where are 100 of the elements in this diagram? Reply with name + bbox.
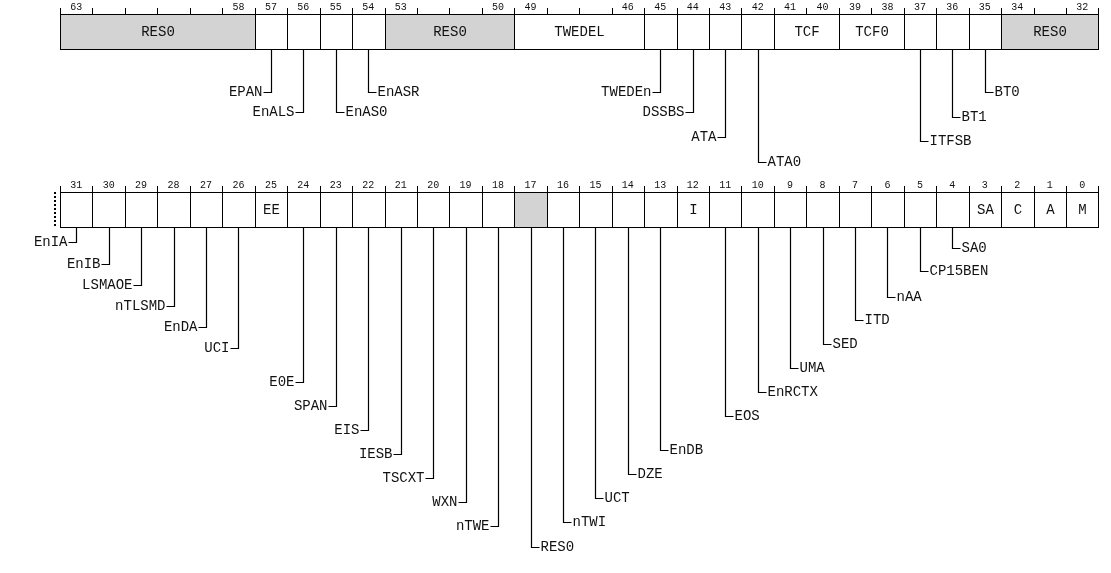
bit-field bbox=[839, 192, 872, 228]
leader-line bbox=[132, 227, 143, 287]
bit-field bbox=[677, 14, 710, 50]
bit-number: 34 bbox=[1010, 2, 1025, 13]
bit-number: 46 bbox=[620, 2, 635, 13]
field-name: UCT bbox=[604, 489, 630, 507]
leader-line bbox=[165, 227, 176, 308]
leader-line bbox=[594, 227, 605, 500]
leader-line bbox=[854, 227, 865, 322]
bit-field bbox=[644, 14, 678, 50]
field-name: nTWE bbox=[455, 517, 490, 535]
bit-field bbox=[741, 192, 775, 228]
field-name: RES0 bbox=[540, 538, 575, 556]
bit-number: 14 bbox=[620, 180, 635, 191]
bit-number: 8 bbox=[818, 180, 827, 191]
bit-number: 42 bbox=[750, 2, 765, 13]
bit-number: 40 bbox=[815, 2, 830, 13]
bit-field: TCF0 bbox=[839, 14, 905, 50]
leader-line bbox=[294, 227, 305, 384]
bit-field bbox=[190, 192, 223, 228]
bit-number: 22 bbox=[361, 180, 376, 191]
bit-field bbox=[969, 14, 1002, 50]
bit-number: 20 bbox=[426, 180, 441, 191]
bit-field: M bbox=[1066, 192, 1099, 228]
leader-line bbox=[457, 227, 468, 504]
bit-number: 27 bbox=[199, 180, 213, 191]
field-name: CP15BEN bbox=[929, 262, 989, 280]
bit-number: 7 bbox=[851, 180, 859, 191]
field-name: EIS bbox=[334, 421, 360, 439]
bit-field: TWEDEL bbox=[514, 14, 645, 50]
field-name: EnASR bbox=[377, 83, 420, 101]
leader-line bbox=[951, 49, 962, 119]
bit-field bbox=[92, 192, 126, 228]
field-name: LSMAOE bbox=[82, 276, 133, 294]
field-name: TWEDEn bbox=[601, 83, 652, 101]
bit-field bbox=[60, 192, 93, 228]
field-name: EnALS bbox=[252, 103, 295, 121]
leader-line bbox=[659, 227, 670, 452]
bit-field bbox=[936, 14, 970, 50]
bit-number: 23 bbox=[328, 180, 343, 191]
bit-field bbox=[806, 192, 840, 228]
leader-line bbox=[919, 49, 930, 143]
leader-line bbox=[886, 227, 897, 299]
bit-field bbox=[904, 14, 937, 50]
bit-number: 55 bbox=[328, 2, 343, 13]
bit-field bbox=[287, 14, 321, 50]
bit-number: 50 bbox=[491, 2, 506, 13]
bit-number: 10 bbox=[750, 180, 765, 191]
leader-line bbox=[684, 49, 695, 114]
bit-number: 19 bbox=[458, 180, 473, 191]
leader-line bbox=[919, 227, 930, 273]
bit-field bbox=[320, 192, 353, 228]
bit-number: 18 bbox=[491, 180, 506, 191]
field-name: UMA bbox=[799, 359, 825, 377]
bit-number: 21 bbox=[393, 180, 408, 191]
bit-number: 32 bbox=[1075, 2, 1090, 13]
bit-number: 16 bbox=[555, 180, 570, 191]
bit-number: 6 bbox=[883, 180, 892, 191]
reserved-bit-field: RES0 bbox=[60, 14, 256, 50]
bit-number: 0 bbox=[1078, 180, 1087, 191]
bit-field bbox=[579, 192, 613, 228]
leader-line bbox=[489, 227, 500, 528]
bit-number: 24 bbox=[296, 180, 311, 191]
bit-number: 15 bbox=[588, 180, 603, 191]
leader-line bbox=[359, 227, 370, 432]
bit-field bbox=[612, 192, 645, 228]
leader-line bbox=[757, 49, 768, 164]
leader-line bbox=[100, 227, 111, 266]
bit-field bbox=[709, 192, 742, 228]
bit-number: 45 bbox=[653, 2, 668, 13]
bit-number: 2 bbox=[1013, 180, 1022, 191]
leader-line bbox=[716, 49, 727, 139]
bit-field: I bbox=[677, 192, 710, 228]
bit-number: 41 bbox=[783, 2, 798, 13]
field-name: nAA bbox=[896, 288, 922, 306]
field-name: nTLSMD bbox=[115, 297, 166, 315]
field-name: ATA bbox=[691, 128, 717, 146]
leader-line bbox=[757, 227, 768, 394]
bit-field bbox=[222, 192, 256, 228]
bit-number: 39 bbox=[848, 2, 862, 13]
bit-number: 28 bbox=[166, 180, 181, 191]
field-name: nTWI bbox=[572, 513, 607, 531]
leader-line bbox=[984, 49, 995, 94]
field-name: DZE bbox=[637, 465, 663, 483]
leader-line bbox=[294, 49, 305, 114]
bit-number: 29 bbox=[134, 180, 149, 191]
bit-number: 63 bbox=[69, 2, 84, 13]
leader-line bbox=[951, 227, 962, 250]
leader-line bbox=[335, 49, 346, 114]
bit-field bbox=[352, 14, 386, 50]
bit-number: 5 bbox=[915, 180, 924, 191]
field-name: SED bbox=[832, 335, 858, 353]
bit-field bbox=[936, 192, 970, 228]
leader-line bbox=[229, 227, 240, 350]
bit-field bbox=[904, 192, 937, 228]
field-name: WXN bbox=[432, 493, 458, 511]
bit-number: 58 bbox=[231, 2, 246, 13]
leader-line bbox=[627, 227, 638, 476]
bit-field bbox=[352, 192, 386, 228]
leader-line bbox=[197, 227, 208, 329]
